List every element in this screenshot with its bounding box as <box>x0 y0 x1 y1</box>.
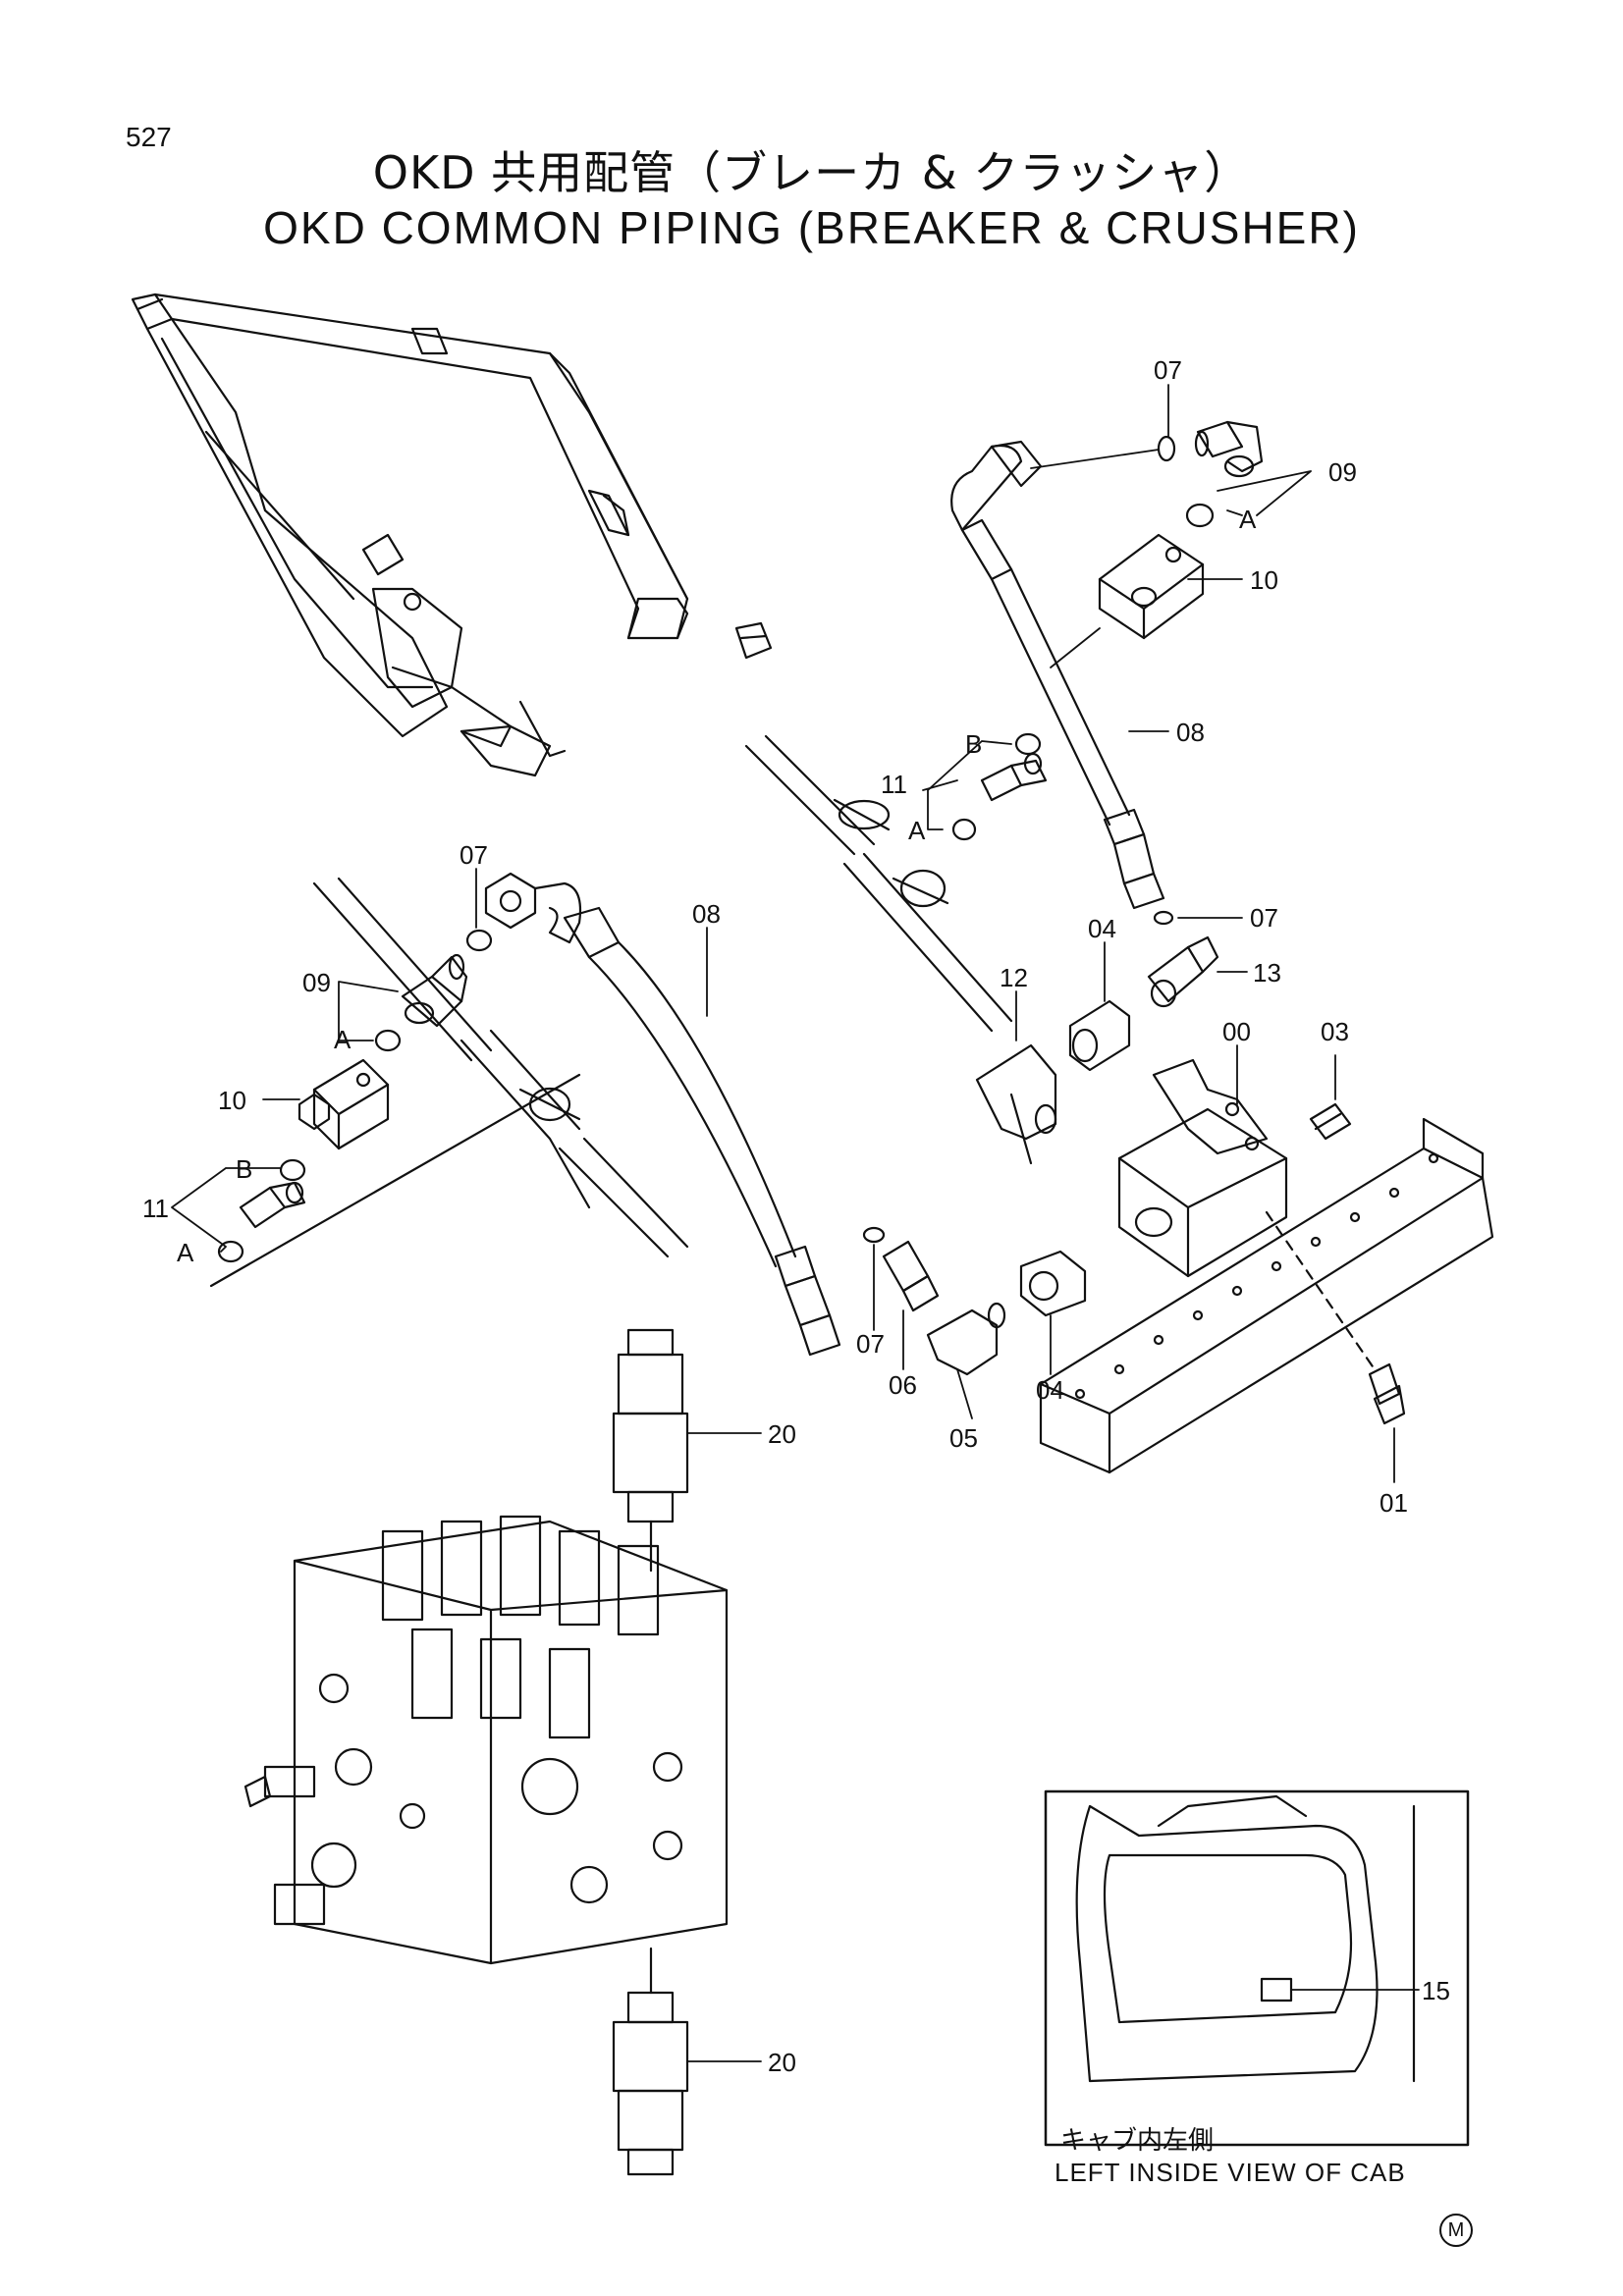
callout-08: 08 <box>1176 718 1205 747</box>
o-ring-a-center <box>951 818 977 841</box>
title-japanese: OKD 共用配管（ブレーカ & クラッシャ） <box>372 146 1251 199</box>
adapter-04-lower-drawing <box>1019 1250 1087 1317</box>
quick-coupler-20-lower-drawing <box>612 1947 689 2176</box>
o-ring-07-mid-right <box>1153 910 1174 926</box>
callout-12: 12 <box>1000 963 1028 992</box>
callout-15: 15 <box>1422 1976 1450 2005</box>
elbow-09-right-drawing <box>1194 420 1264 478</box>
quick-coupler-20-upper-drawing <box>612 1328 689 1573</box>
inset-cab-view <box>1044 1789 1470 2147</box>
valve-block-drawing <box>1117 1058 1288 1278</box>
fitting-11-left-drawing <box>239 1181 306 1229</box>
upper-hose-drawing <box>950 440 1165 910</box>
corner-mark-m: M <box>1439 2214 1473 2247</box>
callout-07: 07 <box>1154 355 1182 385</box>
callout-06: 06 <box>889 1370 917 1400</box>
callout-07: 07 <box>460 840 488 870</box>
adapter-04-upper-drawing <box>1068 999 1131 1072</box>
callout-09: 09 <box>302 968 331 997</box>
inset-caption-english: LEFT INSIDE VIEW OF CAB <box>1055 2158 1406 2187</box>
callout-11: 11 <box>142 1194 169 1223</box>
o-ring-07-left <box>465 929 493 952</box>
connector-06-drawing <box>882 1240 940 1312</box>
leader-lines <box>171 384 1395 2062</box>
hose-clip-drawing <box>734 621 773 660</box>
mounting-bracket-drawing <box>1039 1117 1494 1474</box>
callout-07: 07 <box>1250 903 1278 933</box>
callout-11: 11 <box>881 770 907 799</box>
callout-09: 09 <box>1328 457 1357 487</box>
bolt-01-drawing <box>1265 1210 1406 1425</box>
callout-20: 20 <box>768 2048 796 2077</box>
callout-05: 05 <box>949 1423 978 1453</box>
callout-13: 13 <box>1253 958 1281 988</box>
elbow-09-left-drawing <box>401 953 468 1028</box>
title-english: OKD COMMON PIPING (BREAKER & CRUSHER) <box>263 202 1360 253</box>
callout-a: A <box>908 816 926 845</box>
elbow-05-drawing <box>926 1302 1006 1376</box>
callout-20: 20 <box>768 1419 796 1449</box>
callout-10: 10 <box>218 1086 246 1115</box>
o-ring-07-bottom <box>862 1226 886 1244</box>
left-hose-drawing <box>484 872 841 1357</box>
o-ring-b-left <box>279 1158 306 1182</box>
elbow-13-drawing <box>1147 935 1219 1008</box>
callout-a: A <box>177 1238 194 1267</box>
boom-arm-drawing <box>131 293 689 777</box>
o-ring-07-top <box>1157 435 1176 462</box>
block-10-left-drawing <box>298 1058 390 1150</box>
callout-labels: 07 09 A 10 08 B 11 A 07 08 07 12 13 04 0… <box>142 355 1450 2077</box>
callout-10: 10 <box>1250 565 1278 595</box>
callout-08: 08 <box>692 899 721 929</box>
block-10-right-drawing <box>1098 533 1205 640</box>
o-ring-a-left-upper <box>374 1029 402 1052</box>
callout-03: 03 <box>1321 1017 1349 1046</box>
callout-04: 04 <box>1088 914 1116 943</box>
control-valve-drawing <box>243 1515 729 1965</box>
o-ring-a-left-lower <box>217 1240 244 1263</box>
callout-07: 07 <box>856 1329 885 1359</box>
callout-b: B <box>236 1154 252 1184</box>
page-number: 527 <box>126 122 172 152</box>
inset-caption-japanese: キャブ内左側 <box>1060 2126 1215 2156</box>
elbow-12-drawing <box>975 1043 1057 1165</box>
callout-04: 04 <box>1036 1375 1064 1405</box>
guide-line-left <box>209 1073 581 1288</box>
callout-b: B <box>965 729 982 759</box>
callout-00: 00 <box>1222 1017 1251 1046</box>
fitting-11-center-drawing <box>980 752 1048 802</box>
callout-01: 01 <box>1380 1488 1408 1518</box>
boom-pipe-drawing <box>312 734 1013 1258</box>
callout-a: A <box>1239 505 1257 534</box>
part-15-label-plate <box>1260 1977 1293 2002</box>
callout-a: A <box>334 1025 352 1054</box>
o-ring-a-right <box>1185 503 1215 528</box>
o-ring-b-center <box>1014 732 1042 756</box>
plug-03-drawing <box>1309 1102 1352 1141</box>
